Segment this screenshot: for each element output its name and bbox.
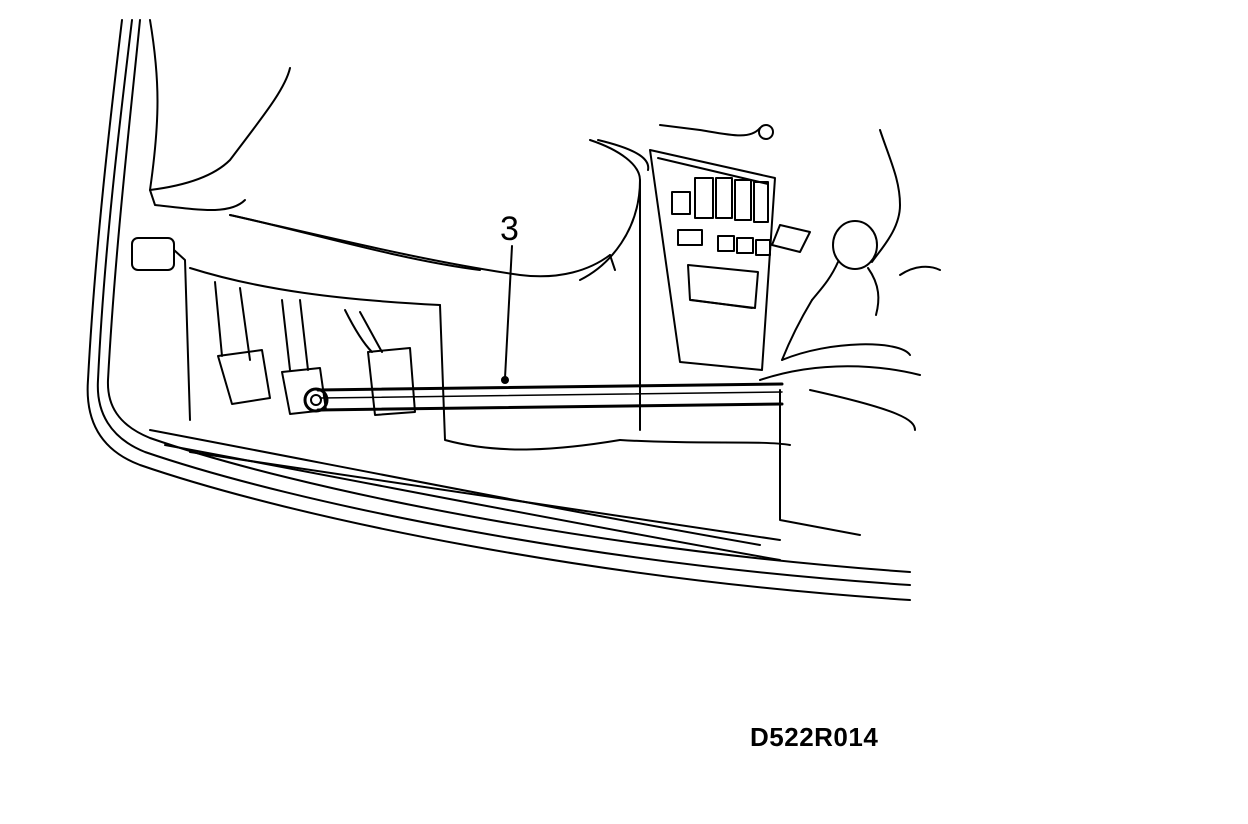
callout-3-dot	[501, 376, 509, 384]
accelerator-pedal	[367, 347, 416, 416]
door-sill	[149, 429, 781, 561]
callout-3-label: 3	[500, 210, 519, 248]
center-console	[597, 124, 811, 371]
gear-shift	[759, 129, 941, 536]
cable-rod	[303, 382, 784, 413]
callout-3-leader	[504, 245, 513, 379]
floor-tunnel	[439, 304, 791, 451]
door-opening-frame	[86, 19, 911, 601]
kick-panel	[131, 237, 441, 421]
figure-id: D522R014	[750, 722, 879, 752]
clutch-pedal	[217, 349, 271, 405]
dashboard-upper	[149, 19, 641, 431]
pedals	[214, 281, 416, 416]
